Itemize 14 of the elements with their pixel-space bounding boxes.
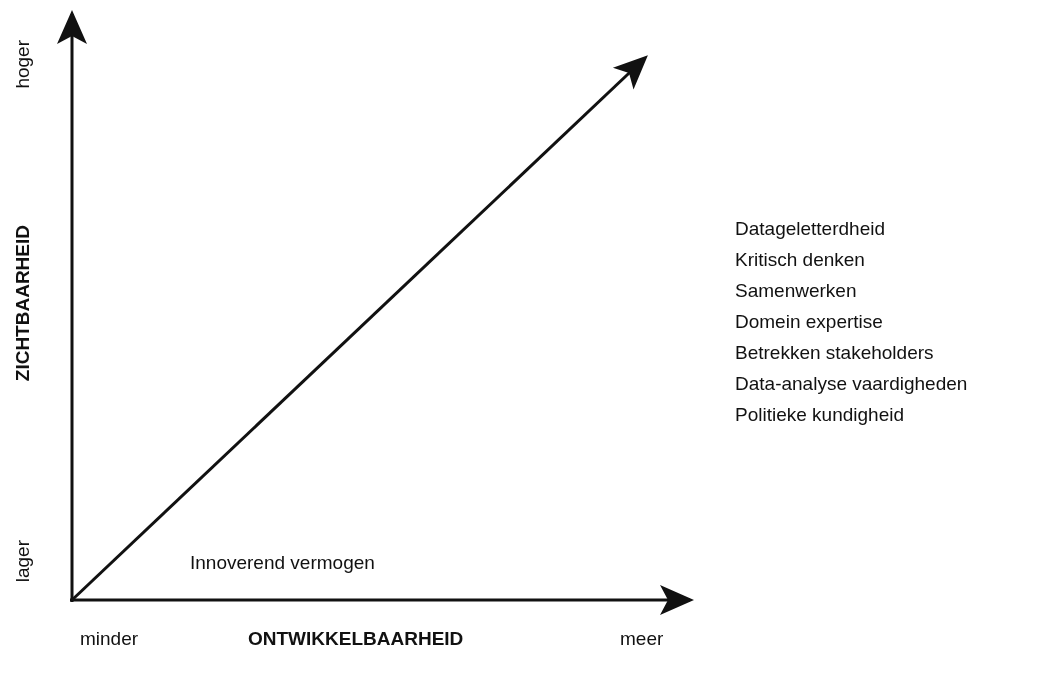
axis-end-label: hoger: [12, 40, 34, 89]
axis-end-label: minder: [80, 628, 139, 650]
diagonal-caption: Innoverend vermogen: [190, 552, 375, 574]
skill-text: Datageletterdheid: [735, 218, 885, 240]
skill-text: Samenwerken: [735, 280, 857, 302]
axis-end-label: lager: [12, 540, 34, 583]
skill-text: Politieke kundigheid: [735, 404, 904, 426]
skill-text: Kritisch denken: [735, 249, 865, 271]
axis-title: ONTWIKKELBAARHEID: [248, 628, 464, 650]
skill-text: Domein expertise: [735, 311, 883, 333]
skill-text: Data-analyse vaardigheden: [735, 373, 968, 395]
axis-title: ZICHTBAARHEID: [12, 225, 34, 382]
axis-end-label: meer: [620, 628, 664, 650]
skill-text: Betrekken stakeholders: [735, 342, 934, 364]
